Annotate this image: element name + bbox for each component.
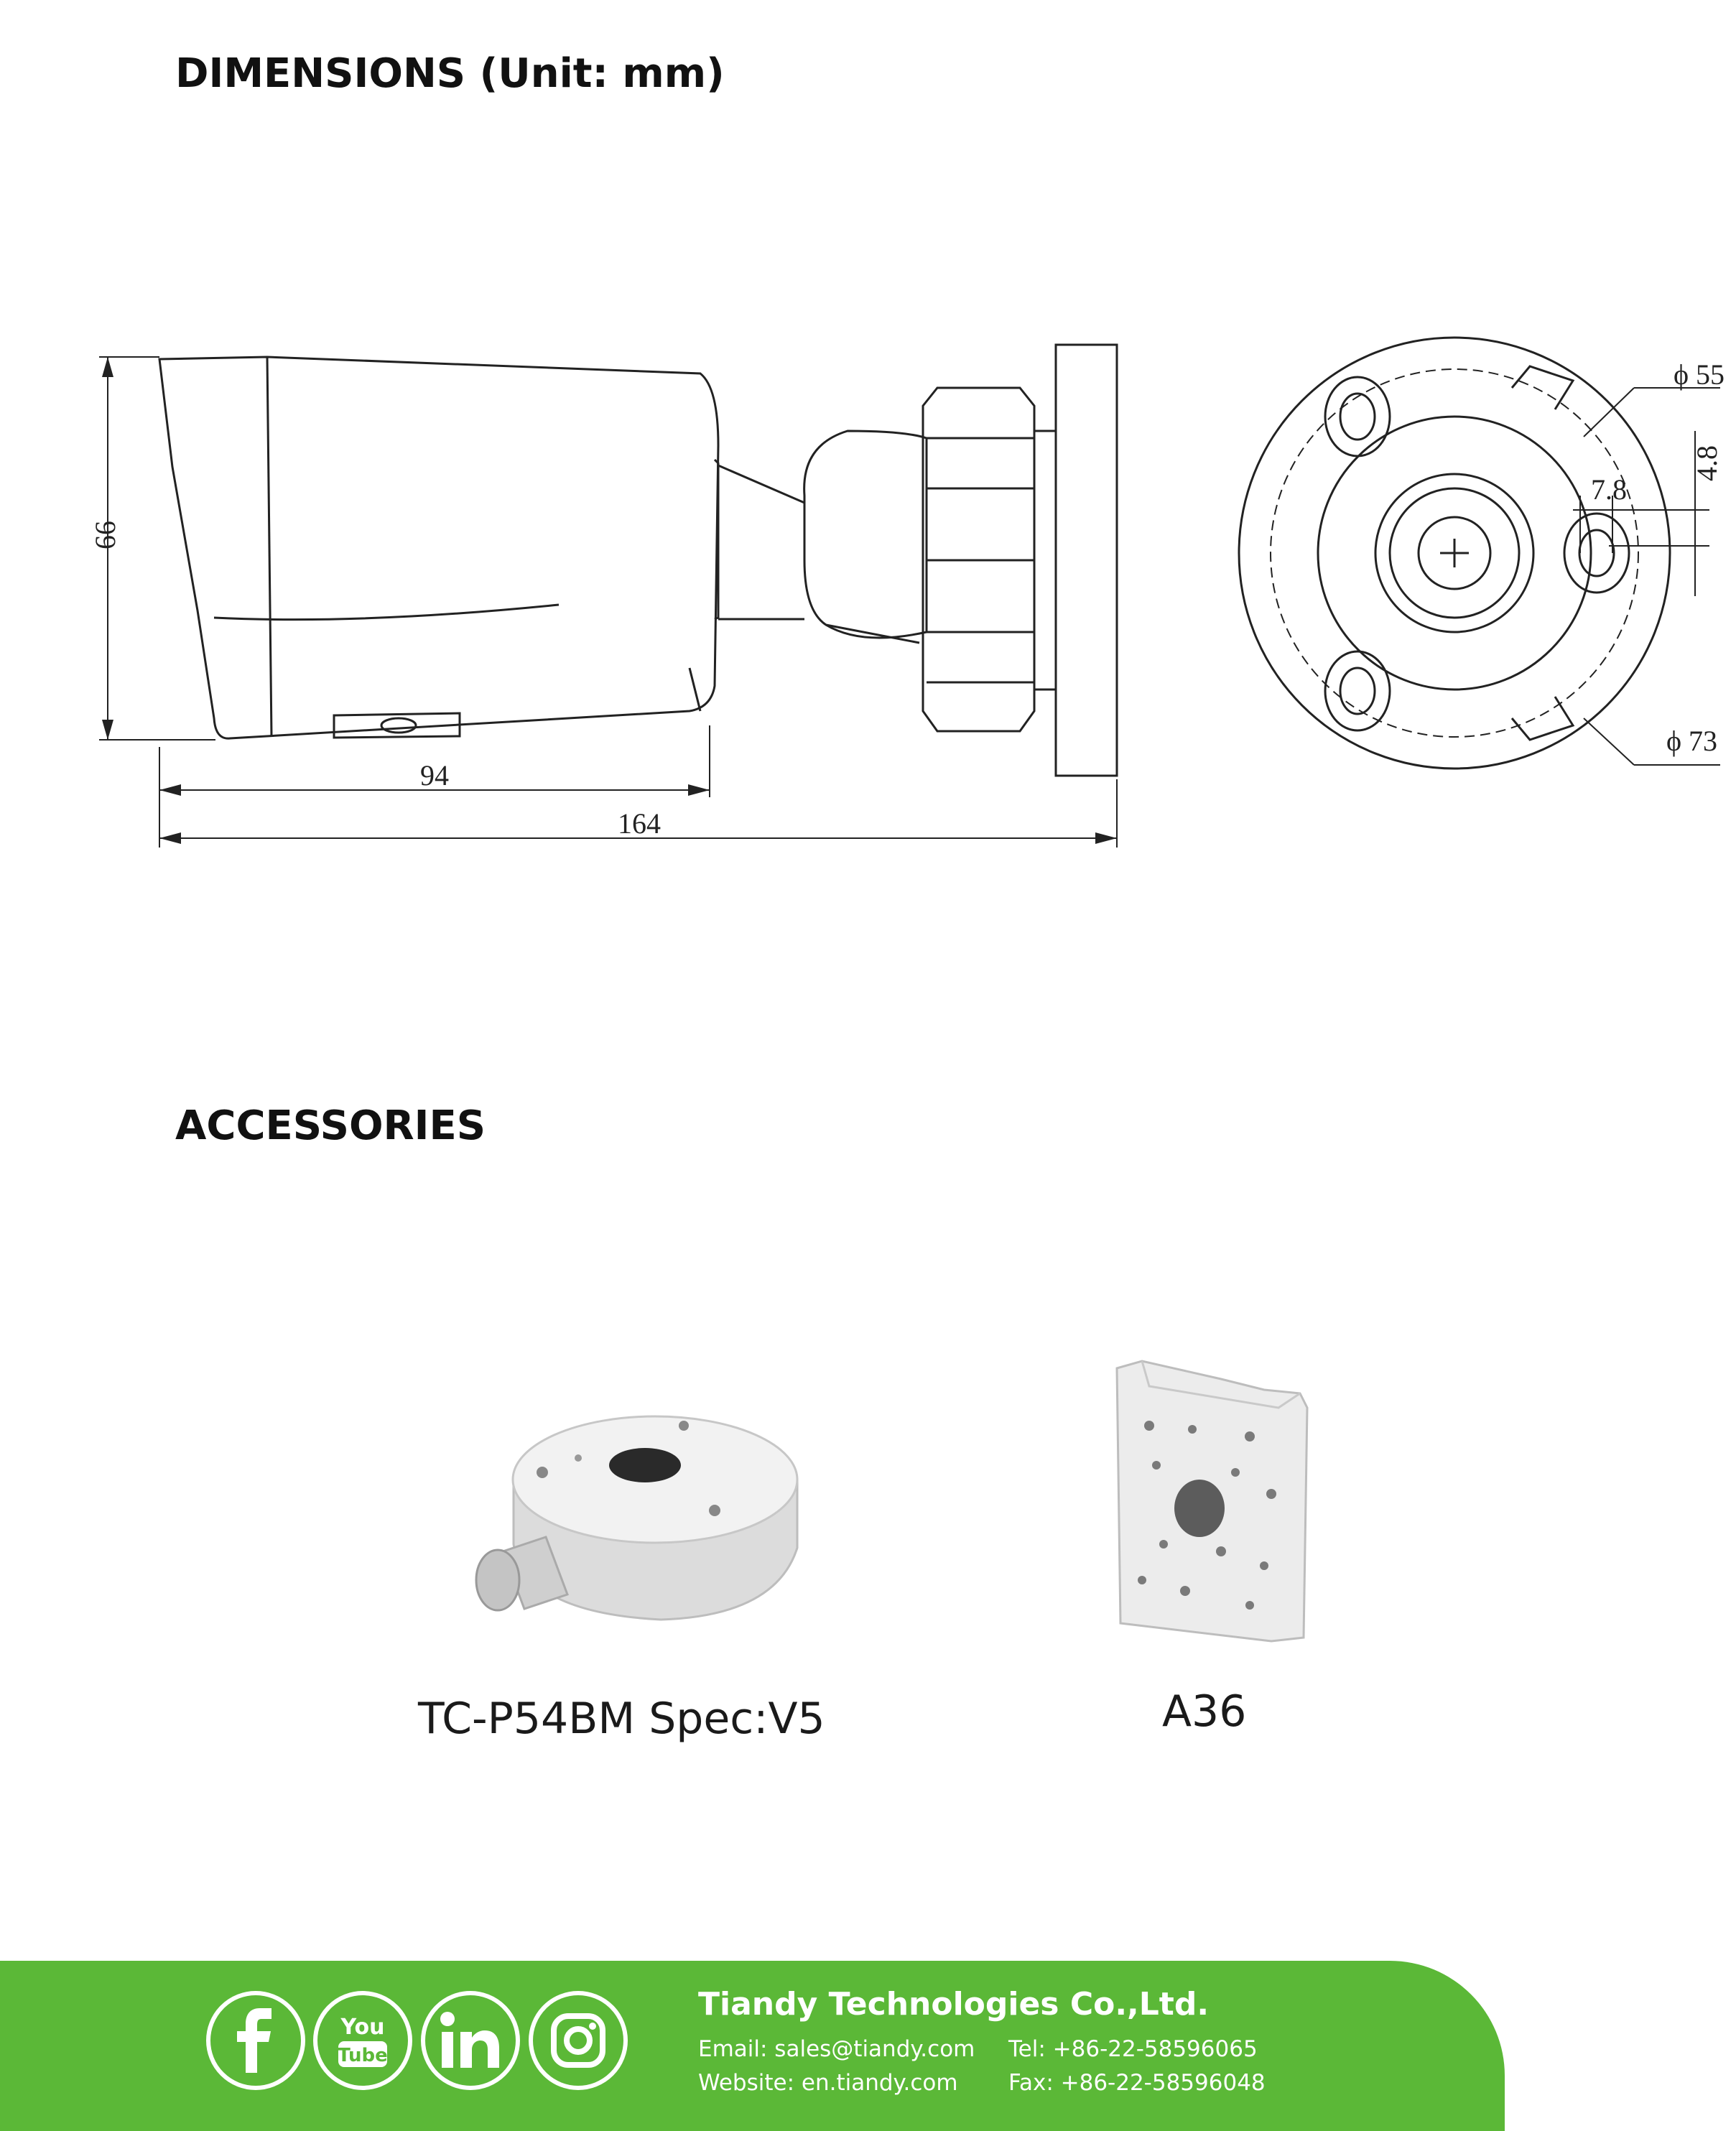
facebook-icon[interactable] [206, 1991, 305, 2090]
base-plate [1034, 343, 1118, 777]
svg-text:Tube: Tube [338, 2045, 388, 2066]
mount-neck [713, 458, 720, 621]
accessories-title: ACCESSORIES [175, 1102, 486, 1149]
camera-body-outline [158, 356, 720, 740]
contact-fax: Fax: +86-22-58596048 [1008, 2070, 1266, 2096]
youtube-icon[interactable]: You Tube [313, 1991, 412, 2090]
accessory-label-junction-box: TC-P54BM Spec:V5 [418, 1694, 825, 1744]
dim-length-total-label: 164 [618, 807, 661, 840]
dimensions-title: DIMENSIONS (Unit: mm) [175, 50, 725, 97]
junction-box-image [475, 1415, 799, 1621]
dim-phi73-label: ϕ 73 [1666, 725, 1717, 757]
pole-bracket-image [1115, 1360, 1309, 1643]
instagram-icon[interactable] [529, 1991, 628, 2090]
accessory-label-pole-bracket: A36 [1162, 1686, 1247, 1737]
dim-height-label: 66 [89, 521, 121, 549]
company-name: Tiandy Technologies Co.,Ltd. [698, 1986, 1210, 2023]
mount-collar [922, 386, 1036, 733]
dim-phi55-label: ϕ 55 [1674, 358, 1725, 391]
dim-48-label: 4.8 [1691, 445, 1723, 481]
contact-email[interactable]: Email: sales@tiandy.com [698, 2036, 975, 2062]
contact-website[interactable]: Website: en.tiandy.com [698, 2070, 958, 2096]
rear-view-outer [1238, 336, 1671, 770]
linkedin-icon[interactable] [421, 1991, 520, 2090]
svg-text:You: You [340, 2015, 385, 2040]
dim-length-body-label: 94 [420, 759, 449, 791]
contact-tel: Tel: +86-22-58596065 [1008, 2036, 1258, 2062]
dim-78-label: 7.8 [1591, 473, 1627, 506]
